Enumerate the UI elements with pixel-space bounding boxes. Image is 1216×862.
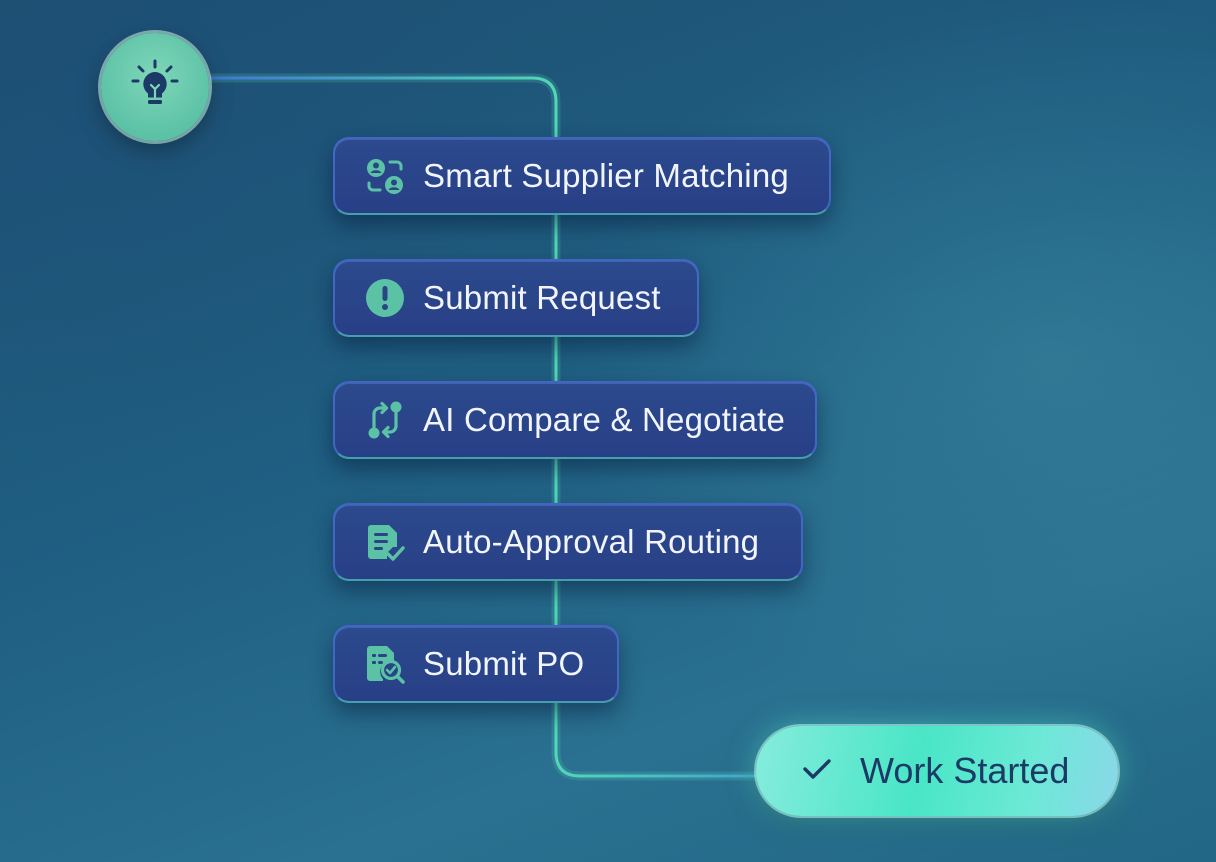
connector-top	[210, 76, 558, 140]
lightbulb-icon	[127, 57, 183, 118]
connector-vertical	[554, 140, 770, 778]
document-search-check-icon	[363, 642, 407, 686]
step-label: AI Compare & Negotiate	[423, 401, 786, 438]
step-submit-request[interactable]: Submit Request	[333, 259, 699, 337]
work-started-label: Work Started	[860, 750, 1070, 791]
work-started-pill[interactable]: Work Started	[756, 726, 1118, 816]
step-submit-po[interactable]: Submit PO	[333, 625, 619, 703]
start-node[interactable]	[101, 33, 209, 141]
supplier-matching-icon	[363, 154, 407, 198]
step-auto-approval-routing[interactable]: Auto-Approval Routing	[333, 503, 803, 581]
document-check-icon	[363, 520, 407, 564]
checkmark-icon	[800, 752, 834, 791]
step-label: Submit Request	[423, 279, 661, 316]
exclamation-circle-icon	[363, 276, 407, 320]
step-ai-compare-negotiate[interactable]: AI Compare & Negotiate	[333, 381, 817, 459]
step-label: Submit PO	[423, 645, 585, 682]
step-label: Smart Supplier Matching	[423, 157, 789, 194]
step-label: Auto-Approval Routing	[423, 523, 760, 560]
step-smart-supplier-matching[interactable]: Smart Supplier Matching	[333, 137, 831, 215]
compare-arrows-icon	[363, 398, 407, 442]
